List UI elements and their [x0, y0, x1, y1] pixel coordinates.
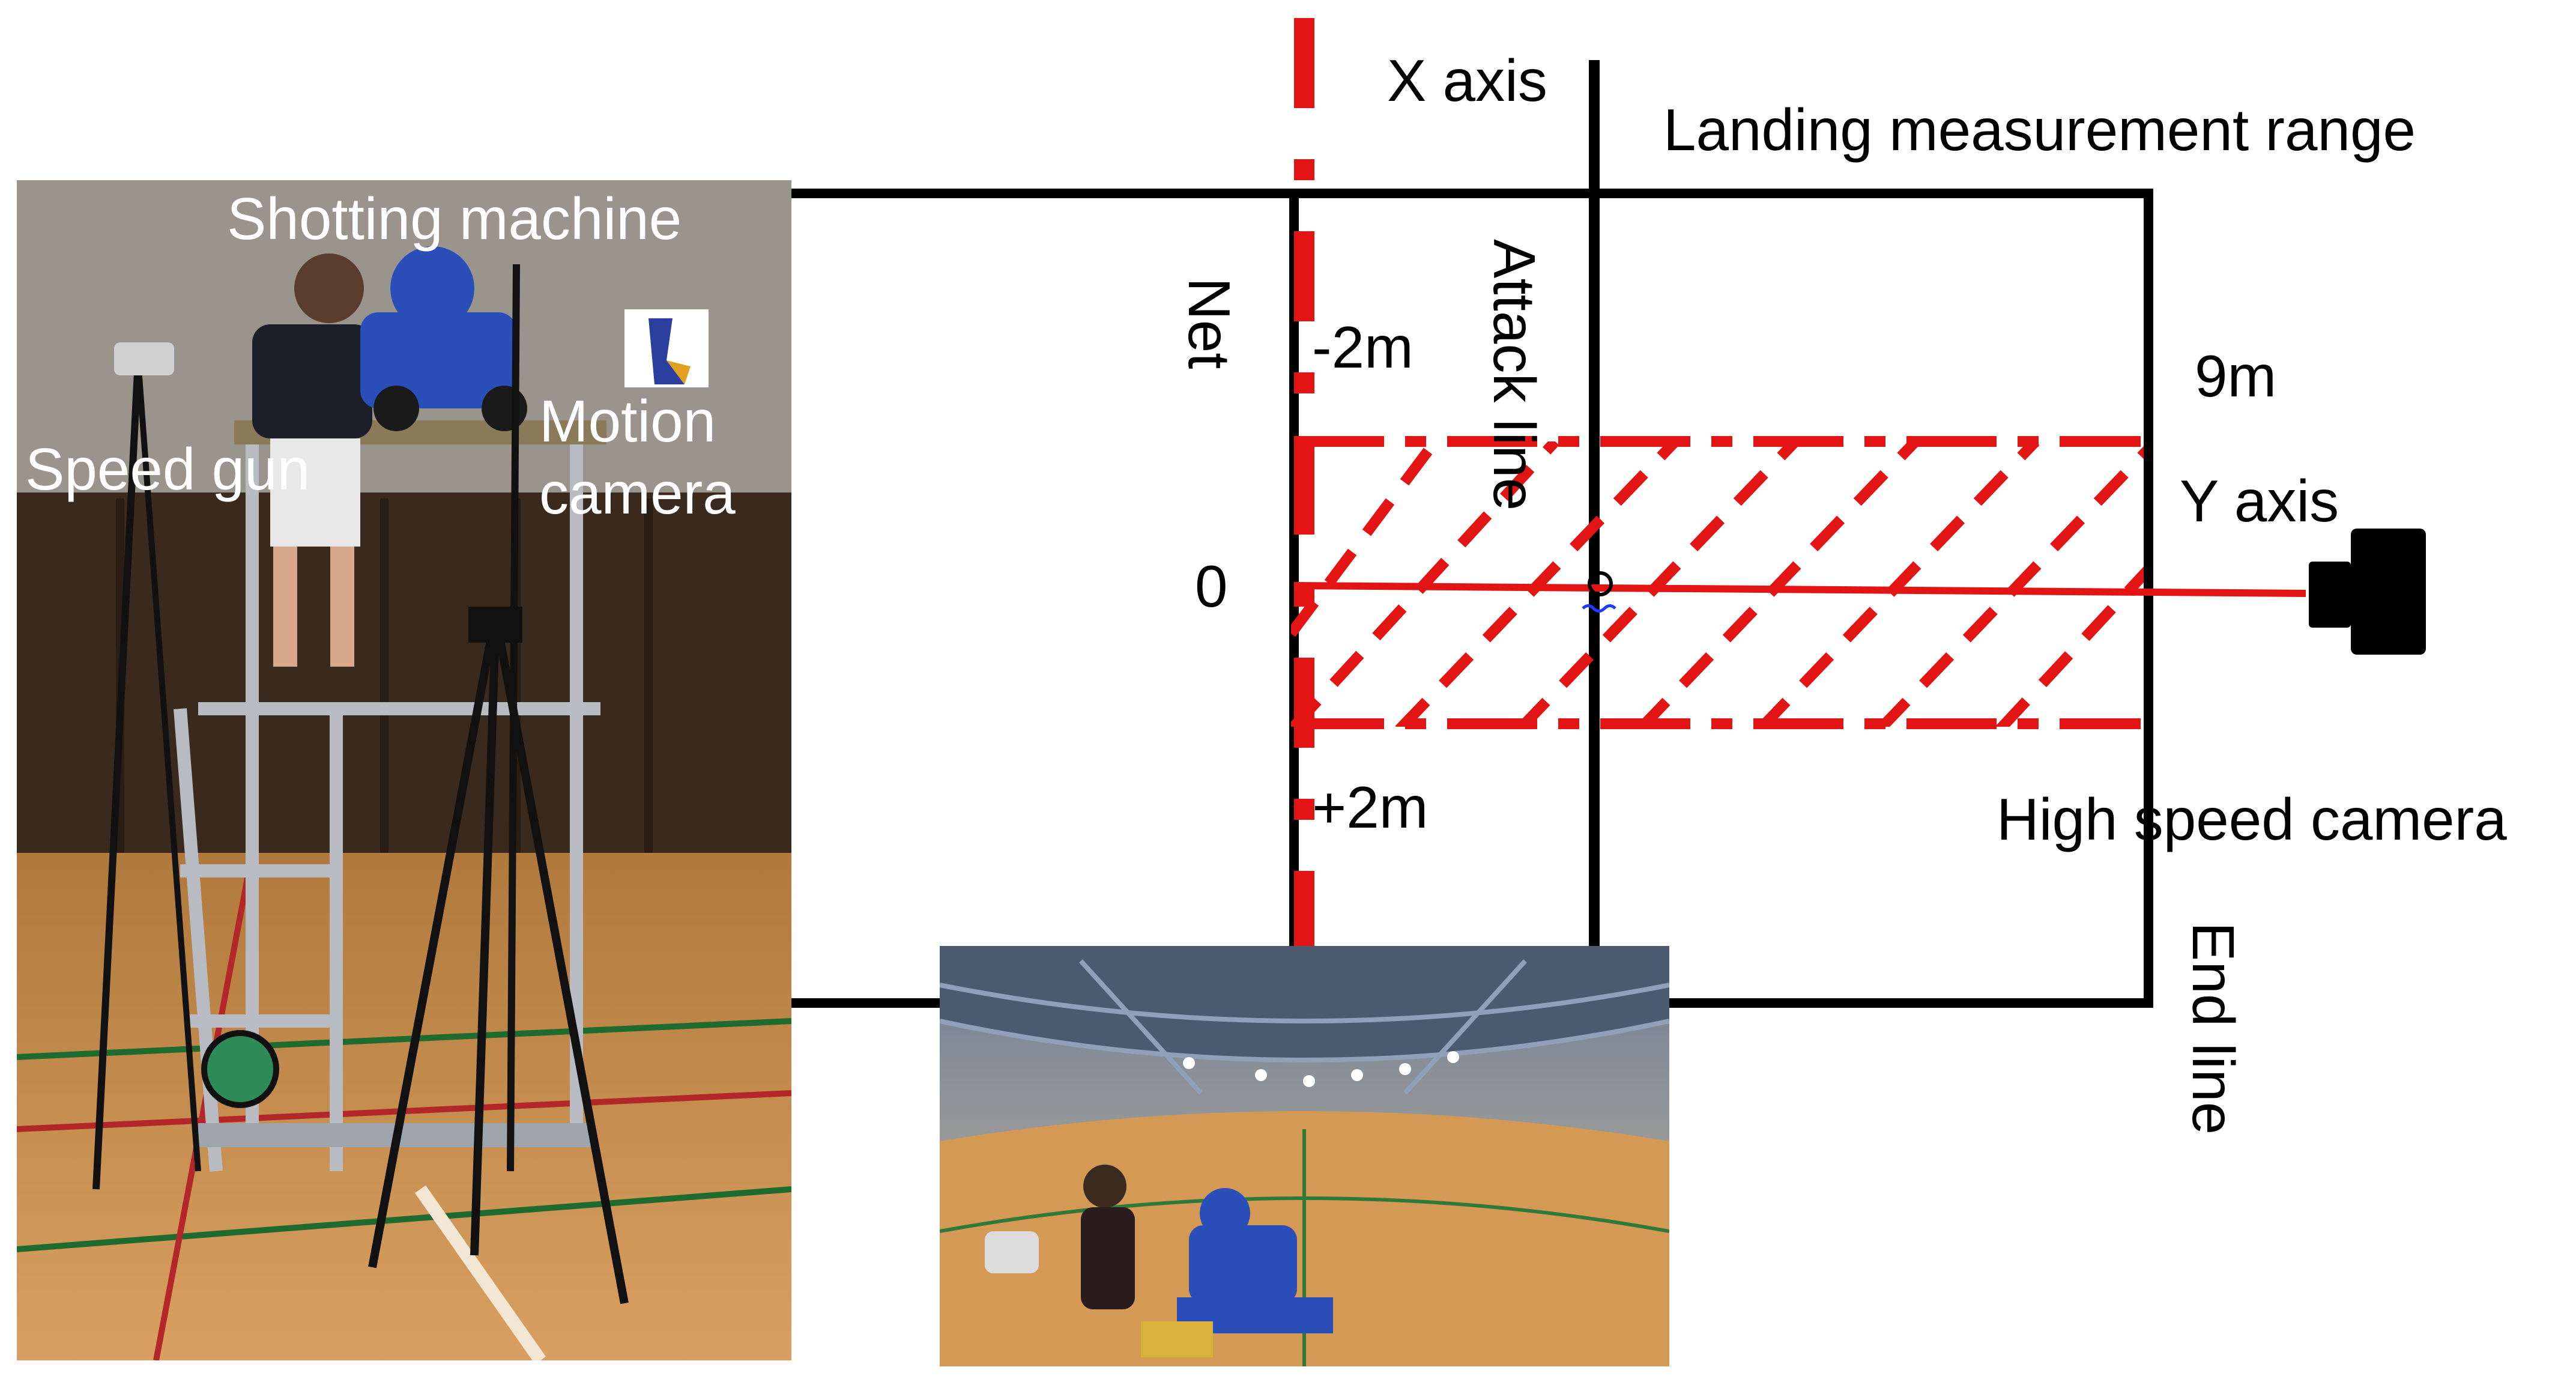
end-line-label: End line [2180, 922, 2246, 1135]
gym-curtain [17, 493, 791, 865]
width-9m-label: 9m [2195, 343, 2276, 409]
high-speed-camera-icon [2309, 529, 2426, 655]
y-axis-line [1293, 582, 2306, 597]
motion-camera-label-line2: camera [539, 460, 736, 526]
high-speed-camera-label: High speed camera [1997, 786, 2507, 852]
minus-2m-label: -2m [1312, 314, 1413, 380]
scaffold [174, 426, 600, 1172]
y-axis-label: Y axis [2180, 468, 2339, 534]
shooting-machine-label: Shotting machine [227, 186, 682, 252]
landing-range-label: Landing measurement range [1663, 97, 2416, 163]
plus-2m-label: +2m [1312, 774, 1428, 840]
gym-panorama-photo [940, 946, 1669, 1366]
x-axis-label: X axis [1387, 47, 1547, 114]
zero-label: 0 [1195, 553, 1228, 619]
landing-measurement-zone [1291, 436, 2144, 729]
net-label: Net [1176, 277, 1242, 369]
operator-with-machine [985, 1165, 1333, 1357]
cable-reel [201, 1030, 279, 1108]
speed-gun-stand [92, 342, 201, 1190]
court-sideline-top [791, 189, 2153, 1008]
operator-person [252, 253, 372, 667]
origin-marker [1588, 571, 1613, 596]
shooting-machine [360, 246, 527, 431]
speed-gun-label: Speed gun [25, 436, 310, 502]
motion-camera-label-line1: Motion [539, 388, 716, 454]
court-diagram: X axis Landing measurement range Net Att… [791, 18, 2507, 1135]
attack-line-label: Attack line [1481, 239, 1547, 511]
tripod [368, 629, 629, 1305]
setup-photo: Shotting machine Speed gun Motion camera [17, 180, 791, 1360]
